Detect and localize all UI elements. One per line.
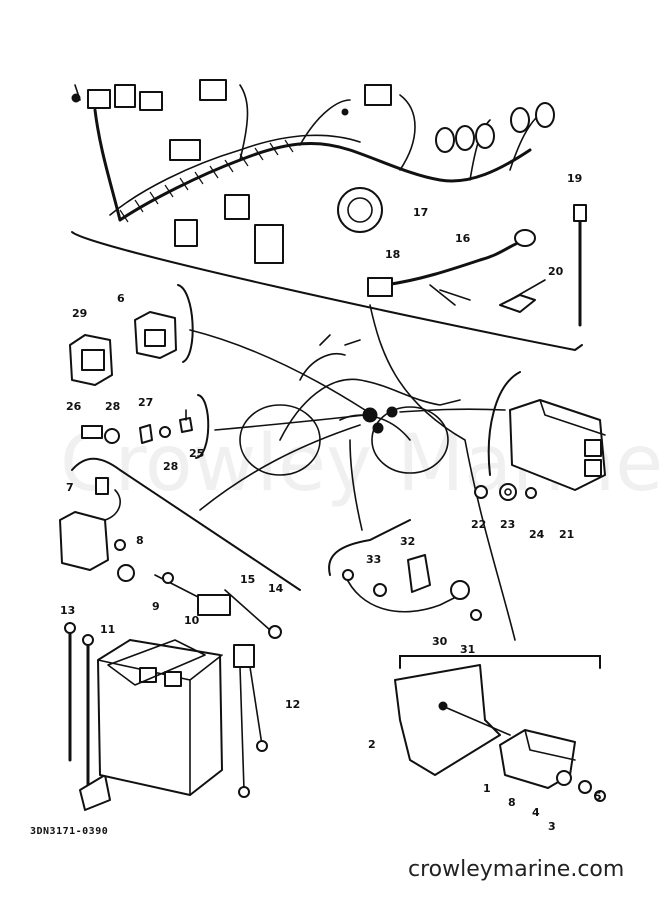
callout-26: 26	[66, 400, 82, 413]
callout-20: 20	[548, 265, 564, 278]
leader-lines	[189, 304, 516, 641]
callout-3: 3	[548, 820, 556, 833]
callout-32: 32	[400, 535, 415, 548]
callout-33: 33	[366, 553, 381, 566]
callout-14: 14	[268, 582, 284, 595]
callout-9: 9	[152, 600, 160, 613]
igniter-group-bracket	[487, 371, 521, 476]
part-19-cable-tie	[573, 204, 587, 327]
callout-17: 17	[413, 206, 428, 219]
part-2-plate	[394, 664, 511, 776]
part-1-rectifier	[499, 729, 606, 802]
callout-21: 21	[559, 528, 574, 541]
callout-28: 28	[105, 400, 120, 413]
callout-7: 7	[66, 481, 74, 494]
battery-cables	[64, 622, 111, 811]
callout-25: 25	[189, 447, 204, 460]
callout-12: 12	[285, 698, 300, 711]
callout-5: 5	[594, 790, 602, 803]
callout-6: 6	[117, 292, 125, 305]
callout-30: 30	[432, 635, 448, 648]
igniter-fasteners	[474, 483, 537, 501]
part-14-switch	[154, 572, 282, 639]
callout-23: 23	[500, 518, 515, 531]
callout-10: 10	[184, 614, 200, 627]
callout-8-lower: 8	[508, 796, 516, 809]
callout-31: 31	[460, 643, 475, 656]
document-code: 3DN3171-0390	[30, 826, 109, 837]
motorcycle-silhouette	[239, 334, 461, 476]
part-7-starter-relay	[59, 477, 126, 571]
relay-group-bracket	[177, 284, 194, 363]
part-18-wire-lead	[367, 229, 536, 306]
callout-29: 29	[72, 307, 87, 320]
callout-18: 18	[385, 248, 400, 261]
callout-2: 2	[368, 738, 376, 751]
callout-8: 8	[136, 534, 144, 547]
part-9-battery	[97, 639, 223, 796]
rectifier-group-bracket	[399, 655, 601, 669]
callout-4: 4	[532, 806, 540, 819]
callout-15: 15	[240, 573, 255, 586]
part-6-relay	[134, 311, 177, 359]
callout-24: 24	[529, 528, 545, 541]
battery-group-bracket	[71, 457, 301, 591]
harness-group-bracket	[71, 231, 583, 351]
callout-13: 13	[60, 604, 75, 617]
callout-1: 1	[483, 782, 491, 795]
wire-harness	[71, 79, 555, 264]
part-12-fuse	[233, 644, 268, 798]
callout-16: 16	[455, 232, 471, 245]
callout-labels: 1 2 3 4 5 6 7 8 8 9 10 11 12 13 14 15 16…	[60, 172, 602, 833]
site-url: crowleymarine.com	[408, 857, 625, 882]
callout-28-lower: 28	[163, 460, 178, 473]
part-29-relay	[69, 334, 113, 386]
bolt-group-bracket	[195, 394, 210, 459]
callout-19: 19	[567, 172, 582, 185]
part-32-bracket	[342, 554, 482, 621]
callout-27: 27	[138, 396, 153, 409]
part-21-igniter-unit	[509, 399, 606, 491]
small-fasteners	[81, 409, 193, 444]
callout-11: 11	[100, 623, 115, 636]
callout-22: 22	[471, 518, 486, 531]
switch-group-bracket	[328, 519, 411, 576]
part-8-nut	[117, 564, 135, 582]
part-20-clamp	[499, 279, 546, 313]
